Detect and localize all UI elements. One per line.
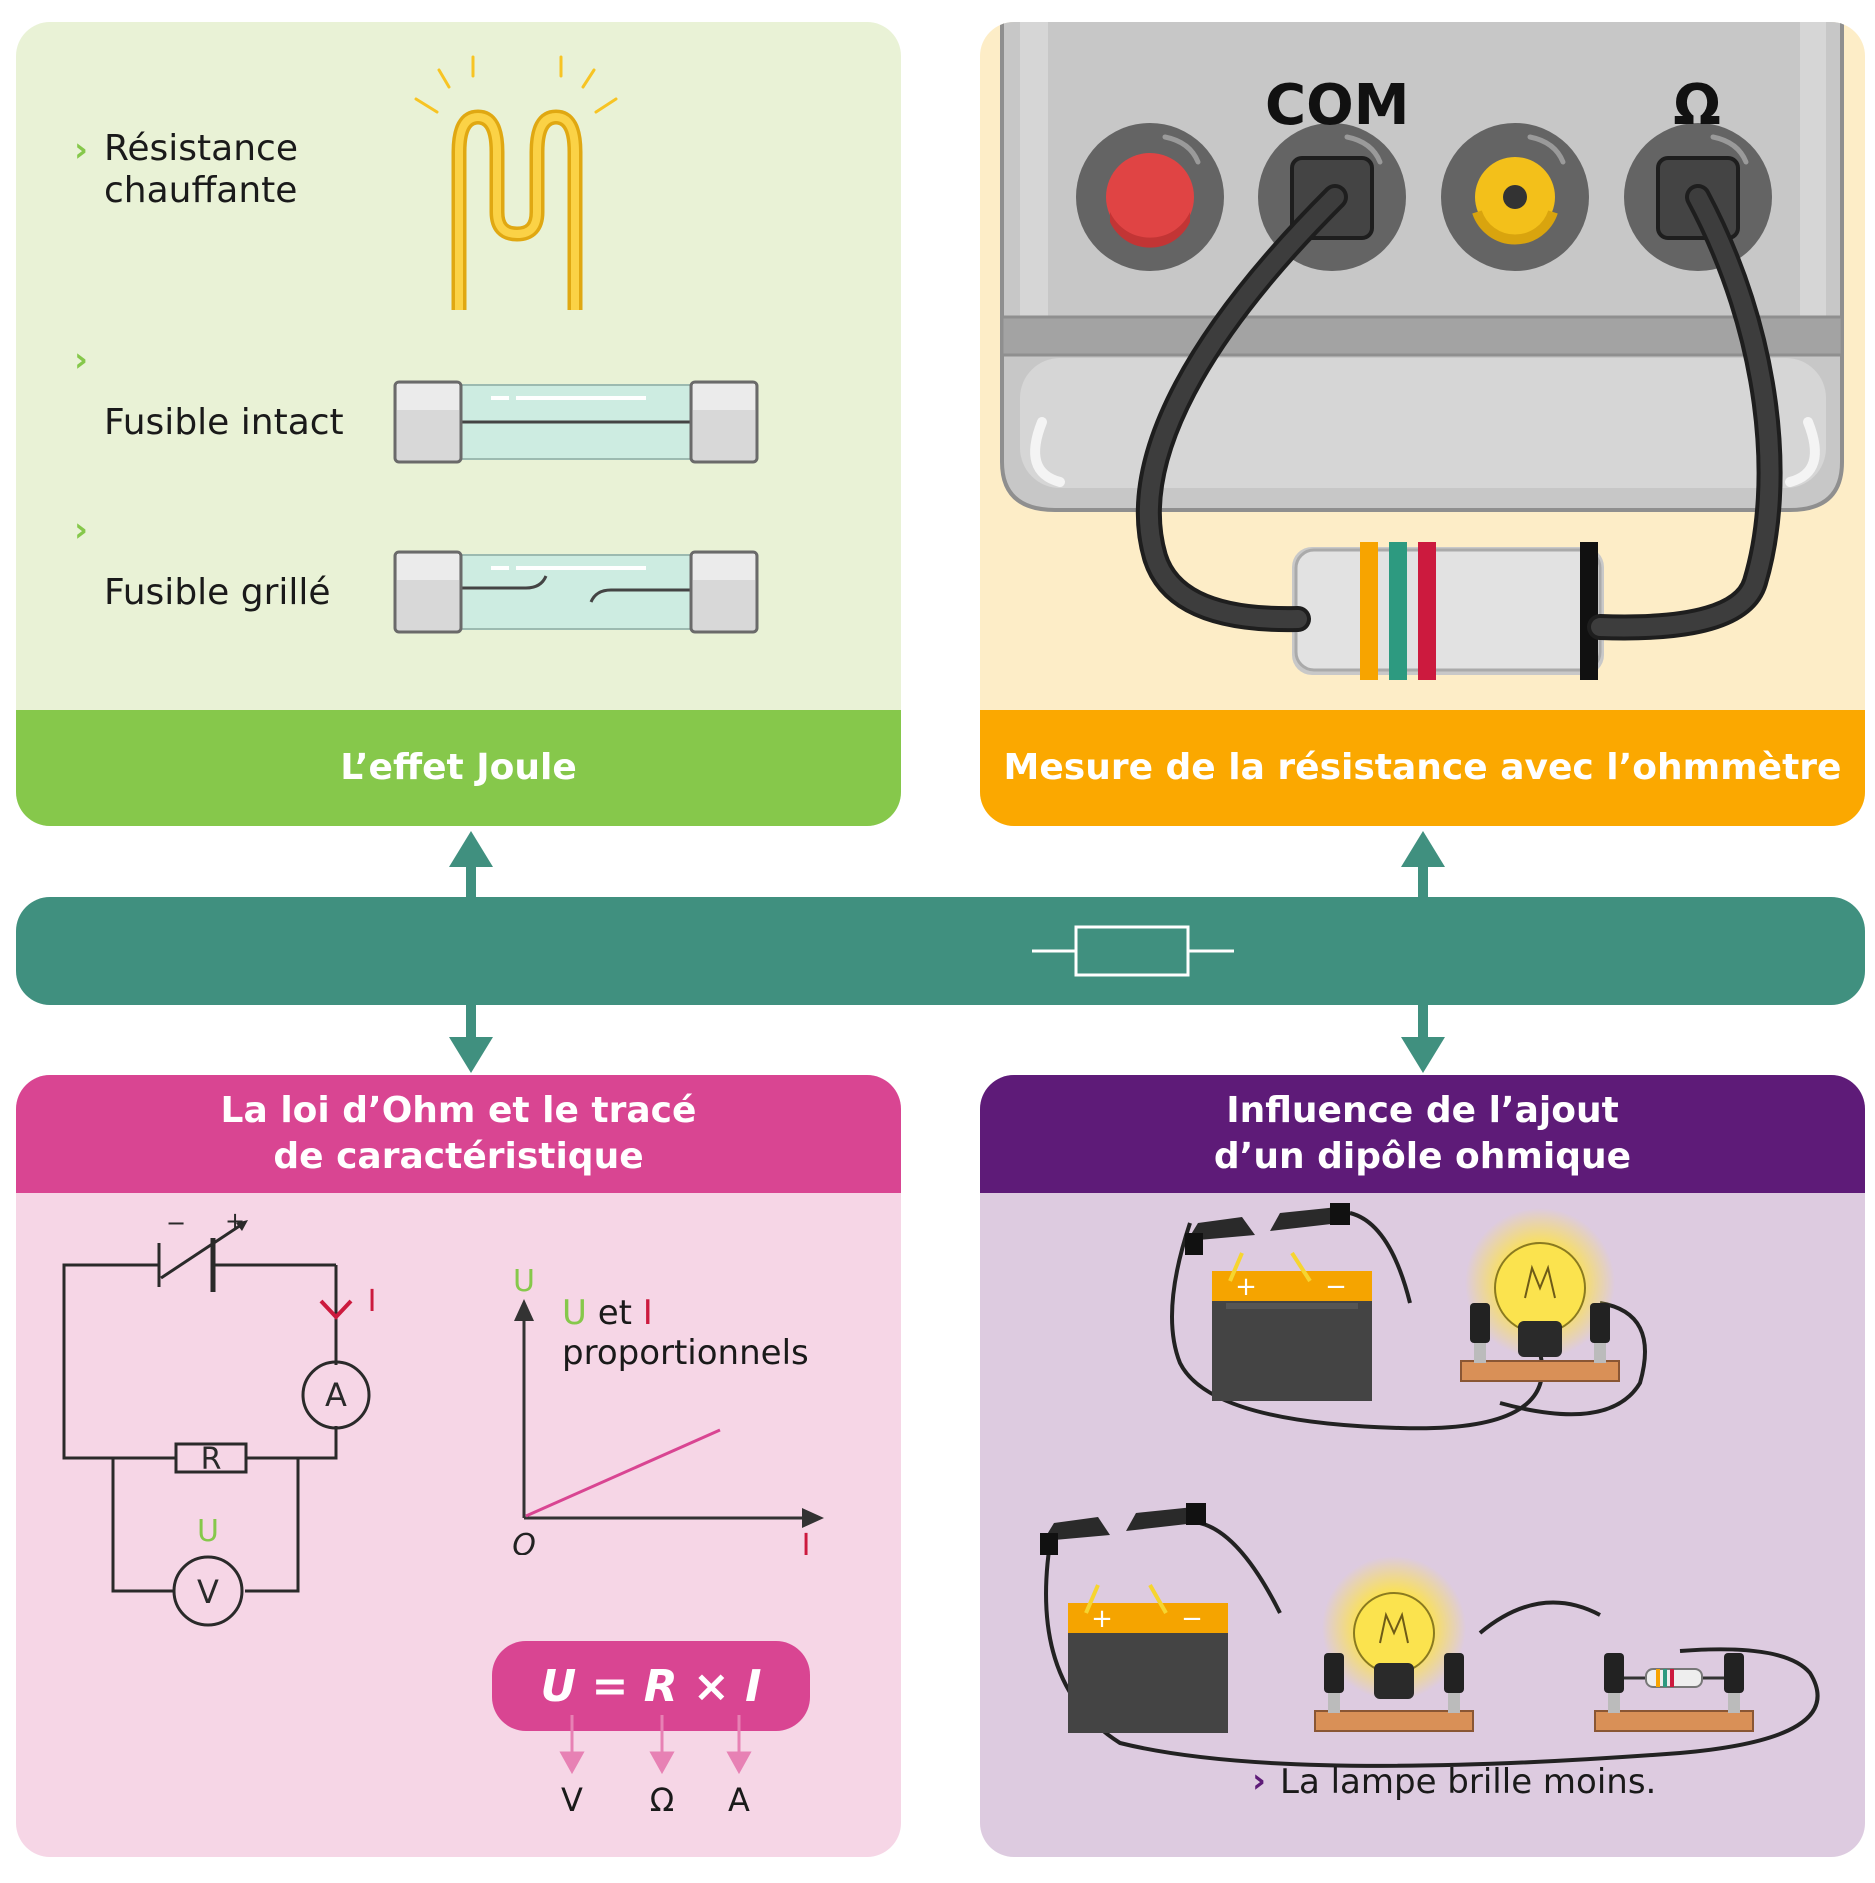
note-et: et <box>597 1293 632 1333</box>
ohm-law-panel: La loi d’Ohm et le tracé de caractéristi… <box>16 1075 901 1857</box>
current-label: I <box>368 1284 377 1319</box>
influence-title-line2: d’un dipôle ohmique <box>1213 1136 1632 1177</box>
fuse-intact-label: Fusible intact <box>104 402 344 443</box>
circuit-battery-lamp: + − <box>1170 1203 1647 1431</box>
joule-panel: L’effet Joule › Résistance chauffante › … <box>16 22 901 826</box>
proportional-note: U et I proportionnels <box>562 1293 809 1373</box>
multimeter-illustration <box>1000 22 1844 680</box>
com-label: COM <box>1265 73 1410 138</box>
fuse-intact-icon <box>393 380 759 464</box>
voltmeter-label: V <box>197 1573 219 1611</box>
fuse-blown-label: Fusible grillé <box>104 572 331 613</box>
formula-box: U = R × I <box>492 1641 810 1731</box>
battery-minus-1: − <box>1325 1272 1347 1302</box>
battery-plus-1: + <box>1235 1272 1257 1302</box>
graph-x-label: I <box>802 1528 811 1555</box>
circuit-battery-lamp-resistor: + − <box>1040 1503 1820 1768</box>
heating-resistor-label: Résistance chauffante <box>104 128 298 211</box>
chevron-right-icon: › <box>74 130 89 170</box>
formula-text: U = R × I <box>540 1660 762 1712</box>
graph-y-label: U <box>513 1265 535 1299</box>
fuse-blown-icon <box>393 550 759 634</box>
characteristic-graph: U O I <box>512 1265 824 1555</box>
ohm-law-title-line2: de caractéristique <box>273 1136 644 1177</box>
unit-a: A <box>728 1781 750 1819</box>
ohm-law-title-line1: La loi d’Ohm et le tracé <box>220 1090 697 1131</box>
ohm-law-circuit: − + I A R U V <box>62 1207 377 1627</box>
resistor-label: R <box>201 1442 222 1477</box>
unit-ohm: Ω <box>649 1781 675 1819</box>
chevron-right-icon: › <box>74 510 89 550</box>
note-u: U <box>562 1293 587 1333</box>
note-proportionnels: proportionnels <box>562 1333 809 1373</box>
ohm-law-title: La loi d’Ohm et le tracé de caractéristi… <box>16 1075 901 1193</box>
influence-note: La lampe brille moins. <box>1280 1762 1657 1802</box>
influence-title-line1: Influence de l’ajout <box>1226 1090 1619 1131</box>
ohm-label: Ω <box>1673 73 1721 138</box>
ohmmeter-title: Mesure de la résistance avec l’ohmmètre <box>980 710 1865 826</box>
joule-title: L’effet Joule <box>16 710 901 826</box>
battery-minus: − <box>166 1209 186 1237</box>
battery-minus-2: − <box>1181 1604 1203 1634</box>
unit-v: V <box>561 1781 583 1819</box>
battery-plus: + <box>225 1207 245 1235</box>
influence-title: Influence de l’ajout d’un dipôle ohmique <box>980 1075 1865 1193</box>
ammeter-label: A <box>325 1376 347 1414</box>
battery-plus-2: + <box>1091 1604 1113 1634</box>
note-i: I <box>642 1293 653 1333</box>
central-connector <box>16 831 1865 1073</box>
influence-panel: Influence de l’ajout d’un dipôle ohmique… <box>980 1075 1865 1857</box>
graph-origin-label: O <box>512 1528 536 1555</box>
voltage-label: U <box>197 1514 219 1549</box>
resistor-symbol <box>1032 925 1234 977</box>
chevron-right-icon: › <box>74 340 89 380</box>
unit-arrows <box>559 1715 752 1775</box>
ohmmeter-panel: Mesure de la résistance avec l’ohmmètre … <box>980 22 1865 826</box>
heating-resistor-icon <box>414 55 618 310</box>
chevron-right-icon: › <box>1252 1761 1267 1801</box>
